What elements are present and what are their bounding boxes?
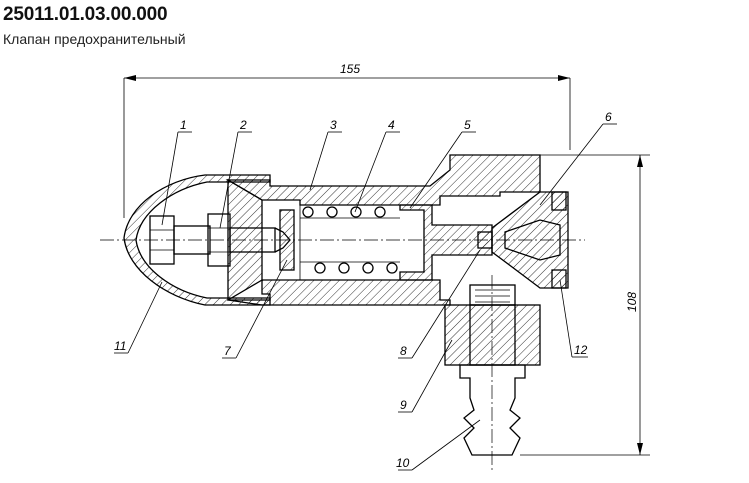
label-1: 1 [180, 118, 187, 132]
leader-12: 12 [559, 279, 588, 358]
label-9: 9 [400, 398, 407, 412]
leader-10: 10 [396, 419, 481, 471]
nut-part-1 [149, 215, 211, 265]
nozzle-part-6 [491, 191, 569, 289]
leader-3: 3 [309, 118, 342, 191]
leader-1: 1 [161, 118, 192, 226]
drawing-name: Клапан предохранительный [3, 31, 186, 47]
label-2: 2 [239, 118, 247, 132]
leader-5: 5 [409, 118, 476, 209]
union-nut-part-9 [444, 284, 541, 366]
leader-2: 2 [219, 118, 252, 229]
label-5: 5 [464, 118, 471, 132]
label-7: 7 [224, 344, 232, 358]
label-12: 12 [574, 343, 588, 357]
ring-part-12 [551, 191, 567, 289]
dimension-length-label: 155 [340, 62, 360, 76]
valve-disc-part-8 [477, 231, 493, 249]
drawing-code: 25011.01.03.00.000 [3, 4, 168, 25]
leader-9: 9 [398, 339, 453, 413]
label-3: 3 [330, 118, 337, 132]
label-8: 8 [400, 344, 407, 358]
nipple-part-10 [459, 364, 526, 456]
leader-11: 11 [114, 281, 163, 354]
plunger-part-5 [399, 204, 493, 281]
leader-4: 4 [354, 118, 400, 213]
leader-6: 6 [539, 110, 617, 206]
spring-seat-part-7 [279, 209, 295, 271]
label-11: 11 [114, 339, 126, 353]
body-part-3 [225, 154, 541, 306]
spring-part-4 [299, 205, 400, 280]
label-10: 10 [396, 456, 410, 470]
dimension-height: 108 [520, 154, 650, 456]
leader-8: 8 [398, 249, 481, 359]
dimension-length: 155 [123, 62, 571, 218]
label-6: 6 [605, 110, 612, 124]
dimension-height-label: 108 [625, 292, 639, 312]
label-4: 4 [388, 118, 395, 132]
leader-7: 7 [222, 259, 288, 359]
